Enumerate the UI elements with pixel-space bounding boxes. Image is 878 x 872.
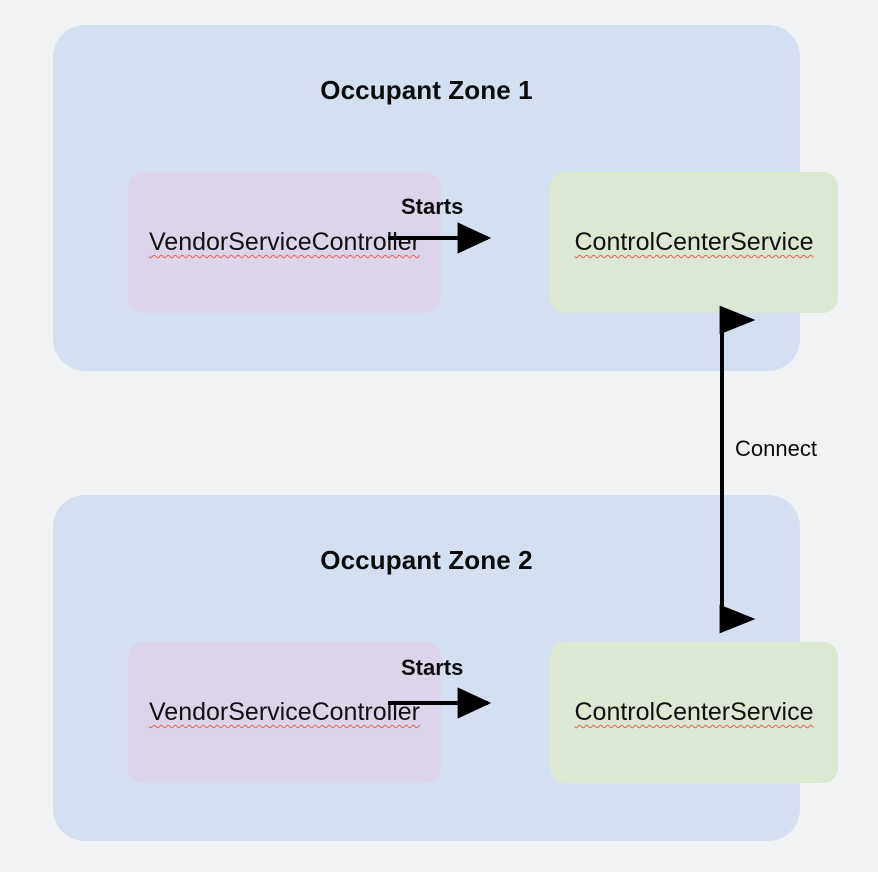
node-control-center-service-zone-1[interactable]: ControlCenterService <box>550 172 838 313</box>
node-vendor-service-controller-zone-1[interactable]: VendorServiceController <box>128 172 441 313</box>
node-vendor-service-controller-zone-2[interactable]: VendorServiceController <box>128 642 441 783</box>
edge-label-starts-zone-2: Starts <box>401 655 464 680</box>
node-label-vendor-service-controller: VendorServiceController <box>149 228 420 256</box>
node-label-vendor-service-controller: VendorServiceController <box>149 698 420 726</box>
occupant-zone-2-title: Occupant Zone 2 <box>320 545 533 575</box>
occupant-zone-1-container[interactable]: Occupant Zone 1 VendorServiceController … <box>53 25 838 371</box>
occupant-zone-1-title: Occupant Zone 1 <box>320 75 533 105</box>
occupant-zone-2-container[interactable]: Occupant Zone 2 VendorServiceController … <box>53 495 838 841</box>
edge-label-connect: Connect <box>735 436 817 461</box>
node-control-center-service-zone-2[interactable]: ControlCenterService <box>550 642 838 783</box>
node-label-control-center-service: ControlCenterService <box>574 228 814 256</box>
edge-label-starts-zone-1: Starts <box>401 194 464 219</box>
node-label-control-center-service: ControlCenterService <box>574 698 814 726</box>
